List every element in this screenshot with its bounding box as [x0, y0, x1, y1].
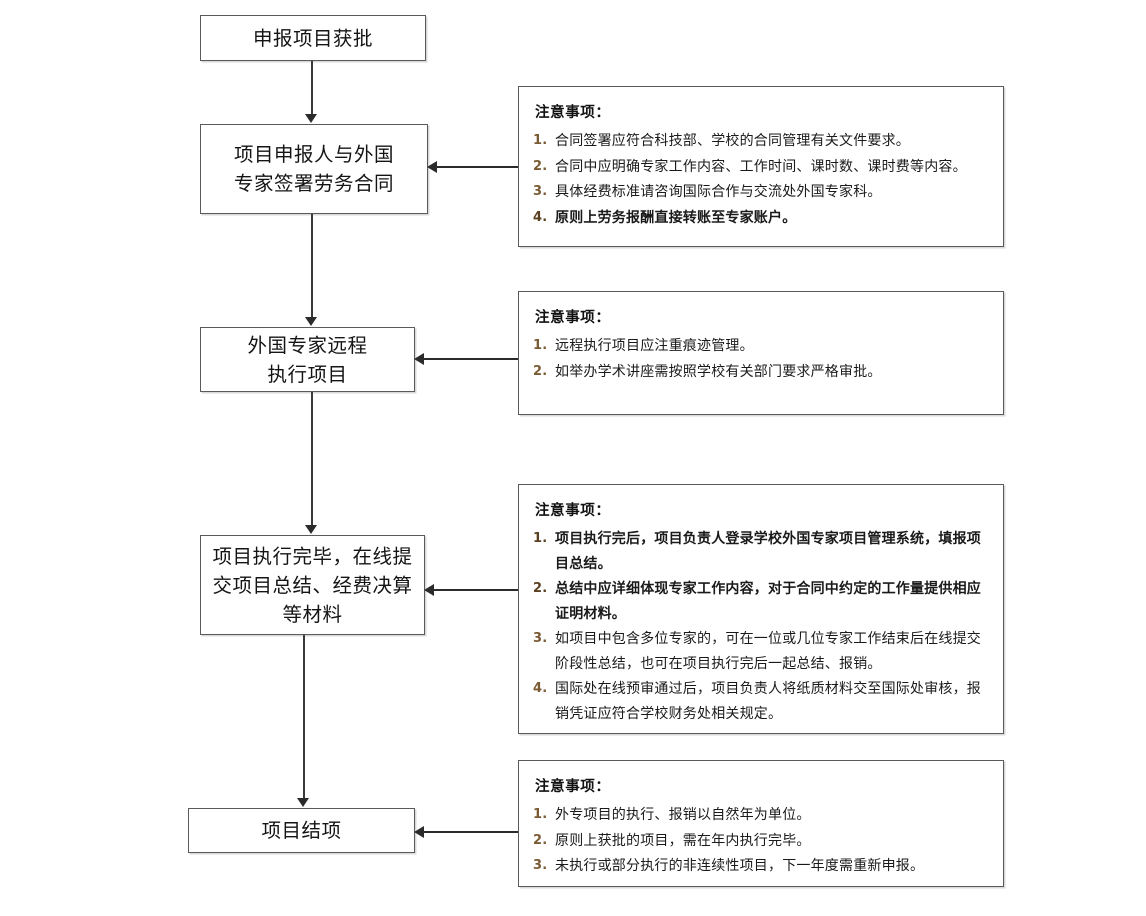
note-item: 3. 具体经费标准请咨询国际合作与交流处外国专家科。: [533, 180, 987, 205]
note-item: 3. 如项目中包含多位专家的，可在一位或几位专家工作结束后在线提交阶段性总结，也…: [533, 627, 987, 676]
note-list: 1. 远程执行项目应注重痕迹管理。 2. 如举办学术讲座需按照学校有关部门要求严…: [533, 334, 987, 384]
note-item: 1. 外专项目的执行、报销以自然年为单位。: [533, 803, 987, 828]
note-item: 4. 国际处在线预审通过后，项目负责人将纸质材料交至国际处审核，报销凭证应符合学…: [533, 677, 987, 726]
note-item-number: 1.: [533, 338, 548, 353]
flow-box-remote[interactable]: 外国专家远程 执行项目: [200, 327, 415, 392]
note-title: 注意事项：: [535, 503, 611, 519]
connector-note-contract: [437, 166, 518, 168]
note-item-text: 项目执行完后，项目负责人登录学校外国专家项目管理系统，填报项目总结。: [555, 531, 981, 572]
connector-note-close: [424, 831, 518, 833]
flow-box-close-label: 项目结项: [261, 819, 342, 842]
note-item-number: 1.: [533, 133, 548, 148]
note-item-number: 2.: [533, 581, 548, 596]
note-item: 1. 合同签署应符合科技部、学校的合同管理有关文件要求。: [533, 129, 987, 154]
note-item: 2. 总结中应详细体现专家工作内容，对于合同中约定的工作量提供相应证明材料。: [533, 577, 987, 626]
note-list: 1. 外专项目的执行、报销以自然年为单位。 2. 原则上获批的项目，需在年内执行…: [533, 803, 987, 879]
note-item-number: 1.: [533, 807, 548, 822]
note-item-number: 3.: [533, 858, 548, 873]
note-item: 4. 原则上劳务报酬直接转账至专家账户。: [533, 206, 987, 231]
note-item-text: 远程执行项目应注重痕迹管理。: [555, 338, 754, 354]
note-box-close[interactable]: 注意事项： 1. 外专项目的执行、报销以自然年为单位。 2. 原则上获批的项目，…: [518, 760, 1004, 887]
note-item: 1. 项目执行完后，项目负责人登录学校外国专家项目管理系统，填报项目总结。: [533, 527, 987, 576]
arrowhead-contract-to-remote: [305, 317, 317, 326]
note-item: 1. 远程执行项目应注重痕迹管理。: [533, 334, 987, 359]
note-item: 3. 未执行或部分执行的非连续性项目，下一年度需重新申报。: [533, 854, 987, 879]
note-list: 1. 合同签署应符合科技部、学校的合同管理有关文件要求。 2. 合同中应明确专家…: [533, 129, 987, 230]
flow-box-approval-label: 申报项目获批: [252, 26, 373, 50]
note-item-text: 合同中应明确专家工作内容、工作时间、课时数、课时费等内容。: [555, 158, 967, 175]
arrowhead-note-contract: [427, 161, 437, 173]
note-box-contract[interactable]: 注意事项： 1. 合同签署应符合科技部、学校的合同管理有关文件要求。 2. 合同…: [518, 86, 1004, 247]
flow-box-contract[interactable]: 项目申报人与外国 专家签署劳务合同: [200, 124, 428, 214]
note-item-text: 合同签署应符合科技部、学校的合同管理有关文件要求。: [555, 133, 910, 149]
arrowhead-submit-to-close: [297, 798, 309, 807]
note-item-number: 2.: [533, 363, 548, 379]
connector-note-submit: [434, 589, 518, 591]
connector-note-remote: [424, 358, 518, 360]
flow-box-close[interactable]: 项目结项: [188, 808, 415, 853]
note-item-text: 总结中应详细体现专家工作内容，对于合同中约定的工作量提供相应证明材料。: [555, 581, 981, 622]
note-item-text: 原则上劳务报酬直接转账至专家账户。: [555, 209, 797, 226]
connector-contract-to-remote: [311, 214, 313, 318]
connector-approval-to-contract: [311, 61, 313, 115]
flow-box-contract-label: 项目申报人与外国 专家签署劳务合同: [233, 143, 394, 195]
note-item-number: 4.: [533, 681, 548, 696]
note-item-number: 4.: [533, 209, 548, 225]
note-item-text: 如项目中包含多位专家的，可在一位或几位专家工作结束后在线提交阶段性总结，也可在项…: [555, 631, 981, 672]
flow-box-remote-label: 外国专家远程 执行项目: [247, 333, 368, 386]
flow-box-submit[interactable]: 项目执行完毕，在线提 交项目总结、经费决算 等材料: [200, 535, 425, 635]
note-title: 注意事项：: [535, 105, 611, 121]
note-title: 注意事项：: [535, 779, 611, 795]
note-item-text: 如举办学术讲座需按照学校有关部门要求严格审批。: [555, 363, 882, 380]
flow-box-submit-label: 项目执行完毕，在线提 交项目总结、经费决算 等材料: [212, 544, 413, 626]
note-item-number: 2.: [533, 832, 548, 848]
note-item-number: 3.: [533, 184, 548, 199]
note-box-remote[interactable]: 注意事项： 1. 远程执行项目应注重痕迹管理。 2. 如举办学术讲座需按照学校有…: [518, 291, 1004, 415]
arrowhead-note-remote: [414, 353, 424, 365]
note-box-submit[interactable]: 注意事项： 1. 项目执行完后，项目负责人登录学校外国专家项目管理系统，填报项目…: [518, 484, 1004, 734]
arrowhead-remote-to-submit: [305, 525, 317, 534]
note-item-text: 国际处在线预审通过后，项目负责人将纸质材料交至国际处审核，报销凭证应符合学校财务…: [555, 681, 981, 722]
note-item: 2. 如举办学术讲座需按照学校有关部门要求严格审批。: [533, 360, 987, 385]
note-item-text: 未执行或部分执行的非连续性项目，下一年度需重新申报。: [555, 858, 925, 874]
note-title: 注意事项：: [535, 310, 611, 326]
note-item: 2. 合同中应明确专家工作内容、工作时间、课时数、课时费等内容。: [533, 155, 987, 180]
arrowhead-approval-to-contract: [305, 114, 317, 123]
note-item-number: 2.: [533, 158, 548, 174]
note-item-text: 具体经费标准请咨询国际合作与交流处外国专家科。: [555, 184, 882, 200]
arrowhead-note-close: [414, 826, 424, 838]
arrowhead-note-submit: [424, 584, 434, 596]
note-item-text: 原则上获批的项目，需在年内执行完毕。: [555, 832, 811, 849]
note-list: 1. 项目执行完后，项目负责人登录学校外国专家项目管理系统，填报项目总结。 2.…: [533, 527, 987, 726]
connector-remote-to-submit: [311, 392, 313, 526]
connector-submit-to-close: [303, 635, 305, 799]
note-item-text: 外专项目的执行、报销以自然年为单位。: [555, 807, 811, 823]
flow-box-approval[interactable]: 申报项目获批: [200, 15, 426, 61]
note-item-number: 1.: [533, 531, 548, 546]
note-item-number: 3.: [533, 631, 548, 646]
note-item: 2. 原则上获批的项目，需在年内执行完毕。: [533, 829, 987, 854]
